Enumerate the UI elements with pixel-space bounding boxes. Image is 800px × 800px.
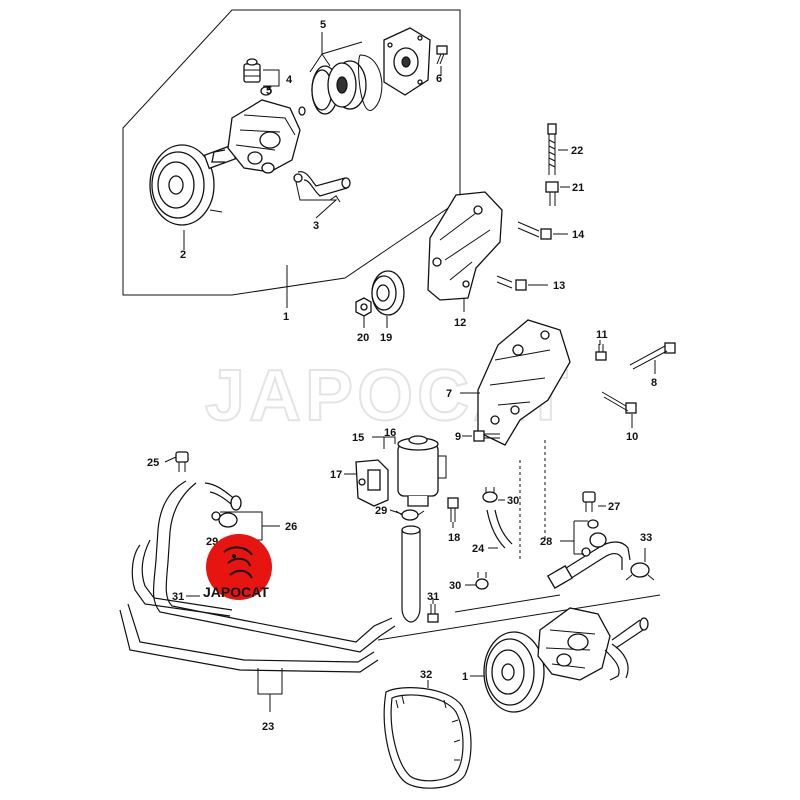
union-bolt-part-27 <box>582 491 596 512</box>
bolt-part-6 <box>436 45 448 65</box>
japocat-logo: JAPOCAT <box>203 534 272 600</box>
callout-23: 23 <box>262 721 274 733</box>
callout-25: 25 <box>147 457 159 469</box>
reservoir-tank-part <box>397 435 447 507</box>
suction-pipe-part <box>293 171 351 203</box>
union-fitting-part <box>243 58 261 83</box>
return-hose-24 <box>486 509 513 549</box>
callout-22: 22 <box>571 145 583 157</box>
callout-18: 18 <box>448 532 460 544</box>
bolt-part-31-mid <box>427 604 439 623</box>
lower-outlet-pipe <box>611 619 647 649</box>
bolt-part-18 <box>447 497 459 522</box>
rear-cover-part <box>383 27 431 96</box>
bolt-part-11 <box>595 344 607 361</box>
callout-15: 15 <box>352 432 364 444</box>
callout-10: 10 <box>626 431 638 443</box>
callout-2: 2 <box>180 249 186 261</box>
callout-27: 27 <box>608 501 620 513</box>
callout-24: 24 <box>472 543 485 555</box>
callout-30-lower: 30 <box>449 580 461 592</box>
bolt-part-14 <box>517 221 552 240</box>
lower-pump-pulley-part <box>483 631 545 713</box>
drive-belt-part <box>383 687 472 789</box>
callout-26: 26 <box>285 521 297 533</box>
bolt-part-8 <box>629 342 676 370</box>
callout-31-mid: 31 <box>427 591 439 603</box>
callout-20: 20 <box>357 332 369 344</box>
callout-9: 9 <box>455 431 461 443</box>
callout-14: 14 <box>572 229 585 241</box>
callout-6: 6 <box>436 73 442 85</box>
union-bolt-part-25 <box>175 451 189 472</box>
bolt-part-10 <box>601 391 637 414</box>
rotor-cartridge-part <box>327 60 367 110</box>
logo-cat-icon <box>223 546 253 579</box>
nut-part-20 <box>355 297 372 317</box>
assembly-outline <box>122 9 461 296</box>
callout-21: 21 <box>572 182 584 194</box>
callout-13: 13 <box>553 280 565 292</box>
fitting-part-28 <box>581 519 607 557</box>
callout-19: 19 <box>380 332 392 344</box>
callout-7: 7 <box>446 388 452 400</box>
pressure-outlet-hose-part <box>546 541 631 589</box>
hose-clamp-part-29-upper <box>395 509 425 521</box>
bolt-part-9 <box>473 430 500 442</box>
callout-1-top: 1 <box>283 311 289 323</box>
callout-8: 8 <box>651 377 657 389</box>
callout-31-left: 31 <box>172 591 184 603</box>
upper-bracket-part <box>427 191 503 301</box>
lower-pump-body-part <box>537 607 611 681</box>
callout-32: 32 <box>420 669 432 681</box>
callout-29-upper: 29 <box>375 505 387 517</box>
idler-pulley-part <box>371 270 405 316</box>
callout-4: 4 <box>286 74 293 86</box>
gasket-part <box>358 54 383 111</box>
callout-17: 17 <box>330 469 342 481</box>
pump-assembly-box <box>122 9 461 296</box>
callout-12: 12 <box>454 317 466 329</box>
clamp-part-33 <box>625 562 655 581</box>
pump-body-part <box>211 99 301 174</box>
callout-5-small: 5 <box>266 85 272 97</box>
bolt-part-21 <box>545 181 559 206</box>
callout-5-top: 5 <box>320 19 326 31</box>
supply-hose-part <box>401 525 421 623</box>
callout-16: 16 <box>384 427 396 439</box>
logo-red-circle <box>206 534 272 600</box>
callout-28: 28 <box>540 536 552 548</box>
callout-30-upper: 30 <box>507 495 519 507</box>
callout-33: 33 <box>640 532 652 544</box>
callout-1-bottom: 1 <box>462 671 468 683</box>
callout-11: 11 <box>596 329 608 341</box>
callout-3: 3 <box>313 220 319 232</box>
logo-text: JAPOCAT <box>203 584 269 600</box>
bolt-part-13 <box>496 275 527 291</box>
long-bolt-part-22 <box>547 123 557 175</box>
pressure-hose-assembly-part <box>119 480 396 673</box>
pulley-part <box>149 144 237 226</box>
hose-clamp-part-30-lower <box>475 572 489 590</box>
lower-bracket-part <box>477 319 571 446</box>
reservoir-bracket-part <box>355 459 389 507</box>
o-ring-tiny-part <box>298 106 306 116</box>
lower-suction-pipe-part <box>604 643 629 681</box>
hose-clamp-part-30-upper <box>482 487 498 503</box>
